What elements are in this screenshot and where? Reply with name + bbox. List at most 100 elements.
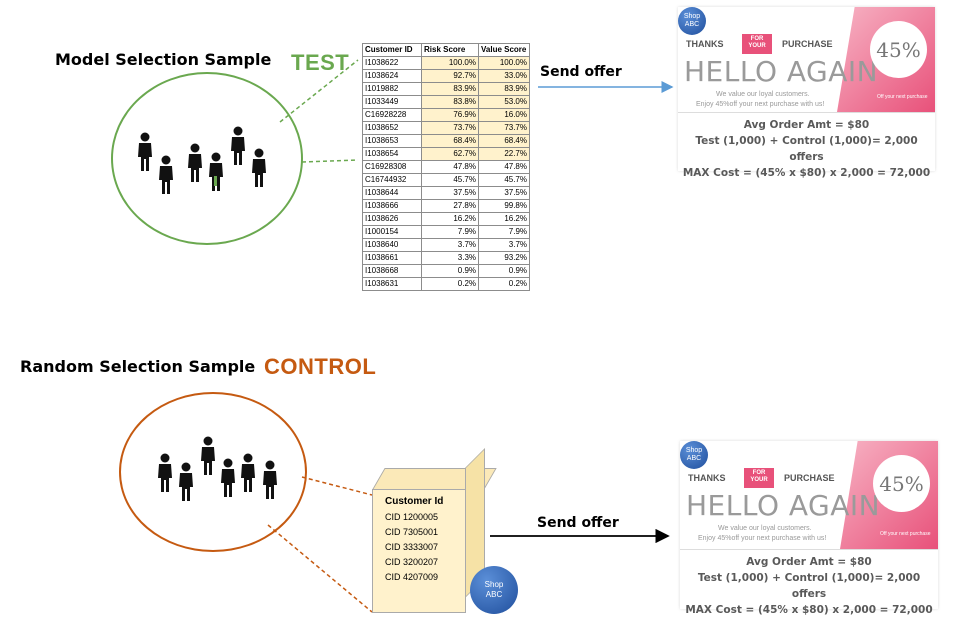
person-icon [221,458,235,497]
cell-customer-id: I1038644 [362,186,422,200]
cell-risk-score: 3.7% [421,238,479,252]
badge-line-abc: ABC [684,21,700,28]
control-sample-ellipse [119,392,307,552]
cell-risk-score: 83.9% [421,82,479,96]
card-discount-percent: 45% [873,455,930,512]
badge-line-shop: Shop [683,12,701,20]
card-your-text: YOUR [748,43,766,49]
cell-risk-score: 45.7% [421,173,479,187]
control-tag: CONTROL [264,354,377,379]
cell-risk-score: 62.7% [421,147,479,161]
person-icon [263,460,277,499]
cell-value-score: 68.4% [478,134,530,148]
cell-value-score: 83.9% [478,82,530,96]
card-enjoy-text: Enjoy 45%off your next purchase with us! [696,101,825,108]
cell-risk-score: 47.8% [421,160,479,174]
control-connector-top [301,476,373,496]
cell-value-score: 33.0% [478,69,530,83]
card-discount-percent: 45% [870,21,927,78]
shop-abc-badge: Shop ABC [470,566,518,614]
control-section-heading: Random Selection Sample [20,357,256,376]
cell-customer-id: I1038624 [362,69,422,83]
cell-customer-id: I1000154 [362,225,422,239]
calc-avg-order: Avg Order Amt = $80 [743,119,870,131]
cell-customer-id: I1033449 [362,95,422,109]
card-off-note: Off your next purchase [880,531,931,537]
control-connector-bottom [267,524,373,613]
customer-id-item: CID 4207009 [385,572,439,582]
cell-risk-score: 92.7% [421,69,479,83]
customer-id-item: CID 3333007 [385,542,439,552]
cell-customer-id: I1038661 [362,251,422,265]
cell-value-score: 45.7% [478,173,530,187]
test-sample-ellipse [111,72,303,245]
column-header-customer-id: Customer ID [362,43,422,57]
test-connector-bottom [301,159,359,163]
cell-value-score: 53.0% [478,95,530,109]
cell-value-score: 100.0% [478,56,530,70]
control-send-offer-label: Send offer [537,515,619,531]
cell-value-score: 0.2% [478,277,530,291]
table-header-row: Customer ID Risk Score Value Score [362,43,530,57]
cell-risk-score: 68.4% [421,134,479,148]
card-enjoy-text: Enjoy 45%off your next purchase with us! [698,535,827,542]
card-for-text: FOR [750,36,764,42]
person-icon [138,132,152,171]
customer-id-item: CID 3200207 [385,557,439,567]
person-icon [231,126,245,165]
test-send-offer-label: Send offer [540,64,622,80]
column-header-risk-score: Risk Score [421,43,479,57]
cell-customer-id: C16928308 [362,160,422,174]
cell-customer-id: I1038622 [362,56,422,70]
person-icon [158,453,172,492]
card-loyal-text: We value our loyal customers. [716,91,810,98]
cell-value-score: 99.8% [478,199,530,213]
card-your-text: YOUR [750,477,768,483]
cell-risk-score: 83.8% [421,95,479,109]
cell-customer-id: I1038668 [362,264,422,278]
cell-value-score: 16.0% [478,108,530,122]
cell-customer-id: I1038652 [362,121,422,135]
cell-customer-id: I1038653 [362,134,422,148]
badge-line-shop: Shop [685,446,703,454]
cell-risk-score: 16.2% [421,212,479,226]
customer-id-item: CID 7305001 [385,527,439,537]
calc-offer-count: Test (1,000) + Control (1,000)= 2,000 of… [695,135,918,163]
cell-risk-score: 73.7% [421,121,479,135]
cell-value-score: 3.7% [478,238,530,252]
cell-value-score: 73.7% [478,121,530,135]
customer-score-table-container: Customer ID Risk Score Value Score I1038… [362,43,530,291]
cell-customer-id: I1038626 [362,212,422,226]
badge-line-abc: ABC [485,590,503,599]
cell-risk-score: 100.0% [421,56,479,70]
test-section-heading: Model Selection Sample [55,50,272,69]
box-title: Customer Id [385,496,444,507]
cell-risk-score: 76.9% [421,108,479,122]
cell-risk-score: 0.2% [421,277,479,291]
cell-risk-score: 27.8% [421,199,479,213]
cell-customer-id: I1038631 [362,277,422,291]
